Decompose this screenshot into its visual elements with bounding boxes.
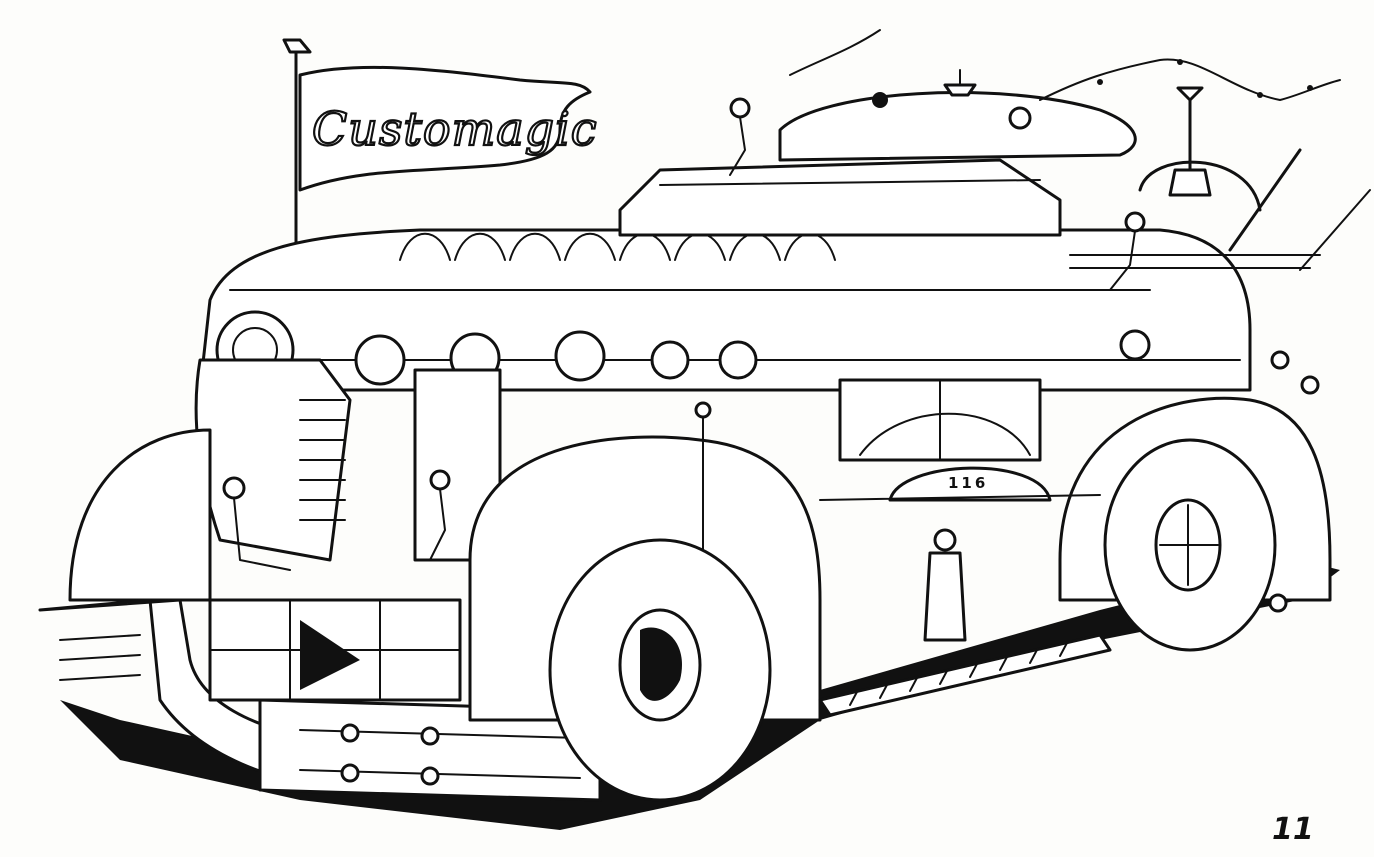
pennant-flag: Customagic — [282, 38, 598, 258]
rear-deck — [1069, 86, 1371, 271]
pennant-text: Customagic — [312, 102, 598, 156]
mid-fender: 116 — [819, 466, 1101, 502]
music-notes-decoration — [789, 29, 1341, 101]
upper-cabin — [618, 69, 1137, 237]
front-bumper — [38, 598, 602, 802]
left-front-fender — [68, 428, 212, 602]
running-board — [818, 633, 1112, 717]
vehicle-body — [198, 228, 1252, 392]
figures — [222, 97, 1320, 642]
rear-wheel — [1058, 396, 1332, 652]
fender-number: 116 — [948, 474, 988, 492]
side-windows — [838, 378, 1042, 462]
page-number: 11 — [1272, 812, 1314, 847]
rear-bumper-ball — [1268, 593, 1288, 613]
front-wheel — [468, 401, 822, 802]
lounge-window — [208, 598, 462, 702]
